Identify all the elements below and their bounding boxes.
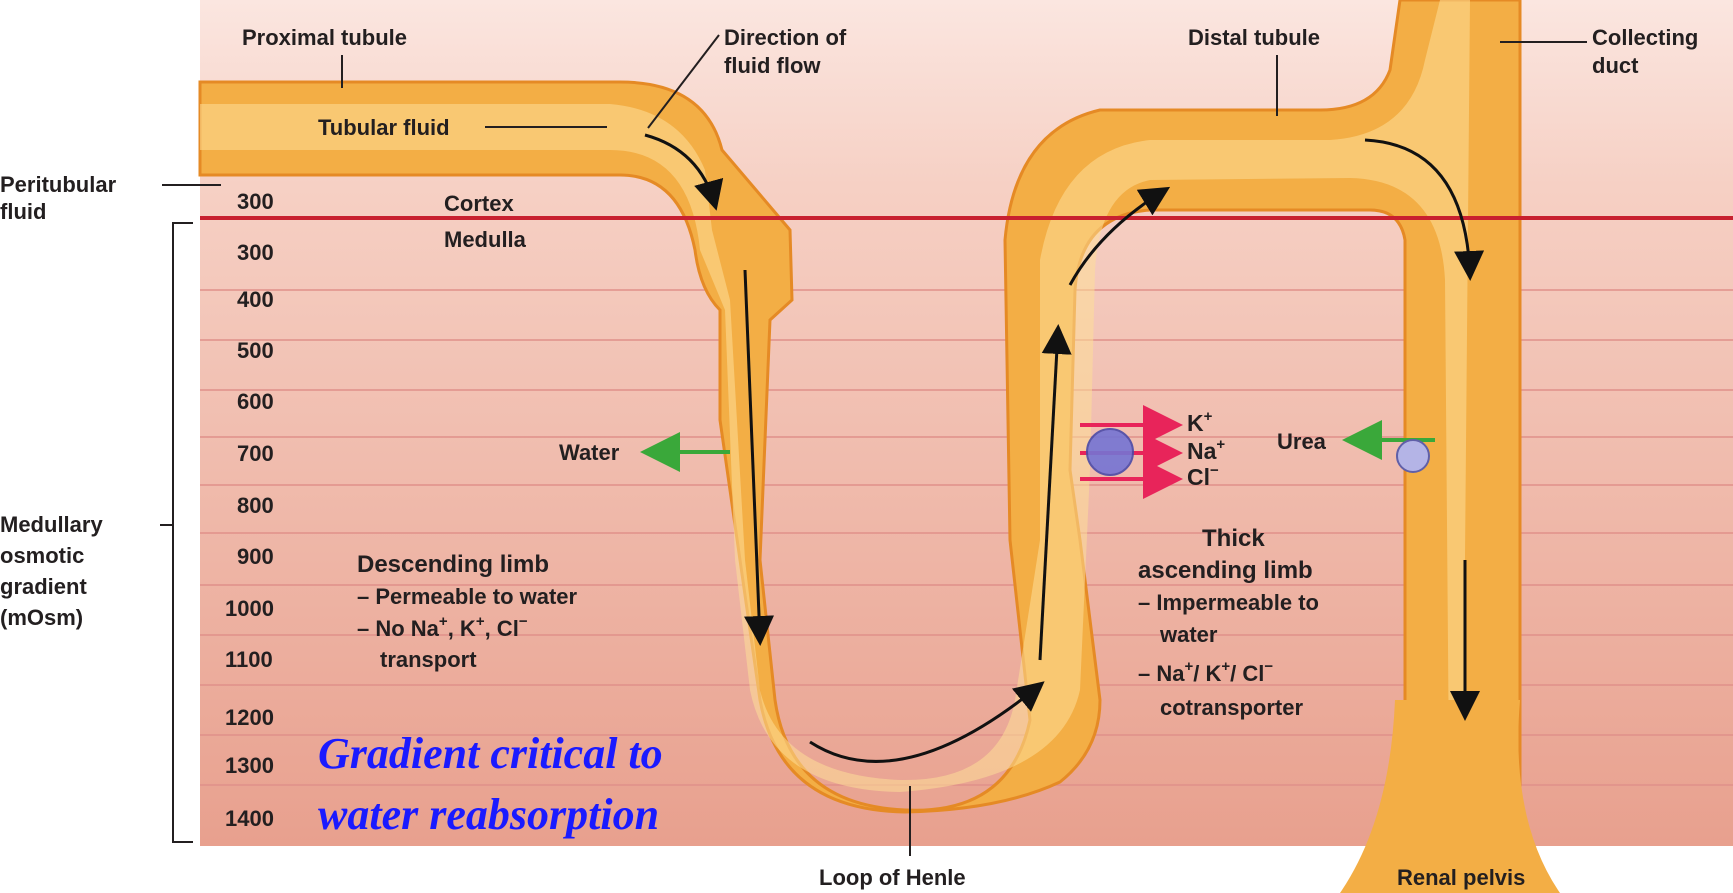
label-collecting-line1: Collecting — [1592, 25, 1698, 50]
osm-level: 300 — [237, 189, 274, 214]
cotransporter-icon — [1087, 429, 1133, 475]
label-tubular-fluid: Tubular fluid — [318, 115, 450, 140]
label-distal-tubule: Distal tubule — [1188, 25, 1320, 50]
osm-level: 1400 — [225, 806, 274, 831]
label-loop-of-henle: Loop of Henle — [819, 865, 966, 890]
medullary-gradient-label: Medullary osmotic gradient (mOsm) — [0, 512, 103, 630]
osm-level: 1100 — [225, 647, 273, 672]
label-direction-line1: Direction of — [724, 25, 847, 50]
ascending-limb-line2: water — [1159, 622, 1218, 647]
gradient-label-line: Medullary — [0, 512, 103, 537]
osm-level: 600 — [237, 389, 274, 414]
label-collecting-line2: duct — [1592, 53, 1639, 78]
gradient-bracket — [160, 223, 193, 842]
label-cortex: Cortex — [444, 191, 514, 216]
osm-level: 1300 — [225, 753, 274, 778]
ascending-limb-line1: – Impermeable to — [1138, 590, 1319, 615]
label-urea: Urea — [1277, 429, 1327, 454]
label-peritubular-line1: Peritubular — [0, 172, 117, 197]
descending-limb-line3: transport — [380, 647, 477, 672]
osm-level: 1200 — [225, 705, 274, 730]
label-proximal-tubule: Proximal tubule — [242, 25, 407, 50]
emphasis-line2: water reabsorption — [318, 790, 659, 839]
descending-limb-line1: – Permeable to water — [357, 584, 578, 609]
ascending-limb-line3: – Na+/ K+/ Cl− — [1138, 658, 1273, 686]
gradient-label-line: (mOsm) — [0, 605, 83, 630]
urea-channel-icon — [1397, 440, 1429, 472]
label-renal-pelvis: Renal pelvis — [1397, 865, 1525, 890]
osm-level: 300 — [237, 240, 274, 265]
gradient-label-line: gradient — [0, 574, 87, 599]
ascending-limb-line4: cotransporter — [1160, 695, 1303, 720]
osm-level: 1000 — [225, 596, 274, 621]
label-peritubular-line2: fluid — [0, 199, 46, 224]
ascending-limb-title-line1: Thick — [1202, 525, 1265, 552]
emphasis-line1: Gradient critical to — [318, 729, 663, 778]
gradient-label-line: osmotic — [0, 543, 84, 568]
osm-level: 700 — [237, 441, 274, 466]
osm-level: 500 — [237, 338, 274, 363]
label-direction-line2: fluid flow — [724, 53, 821, 78]
label-water: Water — [559, 440, 620, 465]
osm-level: 400 — [237, 287, 274, 312]
osm-level: 800 — [237, 493, 274, 518]
descending-limb-title: Descending limb — [357, 551, 549, 578]
ascending-limb-title-line2: ascending limb — [1138, 557, 1313, 584]
label-medulla: Medulla — [444, 227, 527, 252]
osm-level: 900 — [237, 544, 274, 569]
